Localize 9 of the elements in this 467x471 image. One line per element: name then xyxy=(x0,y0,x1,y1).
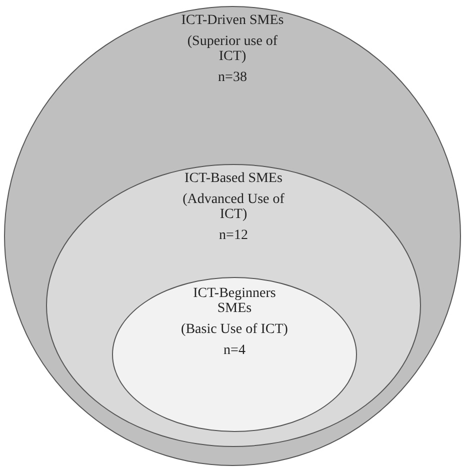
count: n=38 xyxy=(218,70,247,85)
group-heading: ICT-Based SMEs xyxy=(184,171,282,186)
description: (Advanced Use of ICT) xyxy=(182,192,286,222)
group-heading: ICT-Beginners SMEs xyxy=(192,286,277,316)
group-heading: ICT-Driven SMEs xyxy=(181,13,284,28)
count: n=12 xyxy=(219,228,248,243)
count: n=4 xyxy=(224,343,246,358)
description: (Basic Use of ICT) xyxy=(181,322,288,337)
description: (Superior use of ICT) xyxy=(186,34,279,64)
